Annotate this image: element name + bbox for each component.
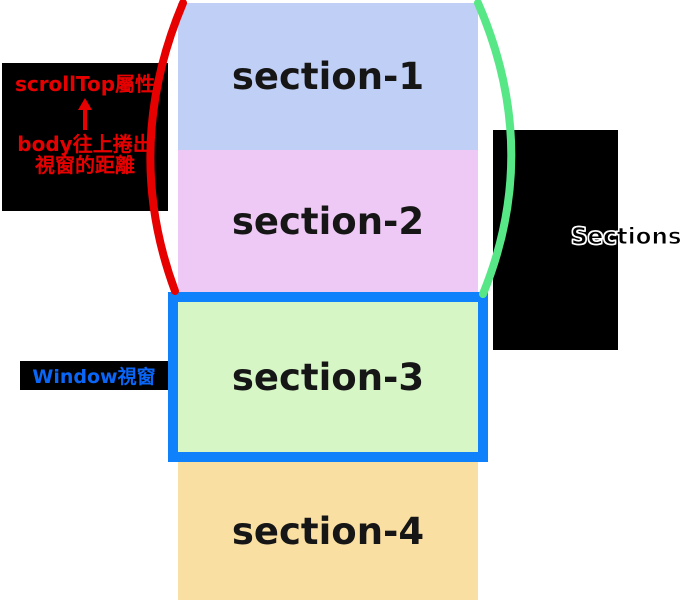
- sections-label-text: Sections: [571, 224, 683, 251]
- scroll-distance-text-line1: body往上捲出: [17, 132, 153, 156]
- section-4-block: section-4: [178, 462, 478, 600]
- section-2-label: section-2: [231, 199, 425, 243]
- window-label-text: Window視窗: [32, 366, 156, 388]
- section-4-label: section-4: [231, 509, 425, 553]
- scrolltop-attr-text: scrollTop屬性: [14, 72, 156, 96]
- scrolltop-callout-box: scrollTop屬性 body往上捲出 視窗的距離: [2, 63, 168, 211]
- window-label: Window視窗: [20, 361, 168, 390]
- section-1-label: section-1: [231, 55, 425, 98]
- section-1-block: section-1: [178, 3, 478, 150]
- up-arrow-icon: [2, 97, 168, 131]
- section-2-block: section-2: [178, 150, 478, 292]
- window-viewport-box: section-3: [168, 292, 488, 462]
- section-3-label: section-3: [231, 355, 425, 399]
- scroll-distance-text-line2: 視窗的距離: [35, 153, 135, 177]
